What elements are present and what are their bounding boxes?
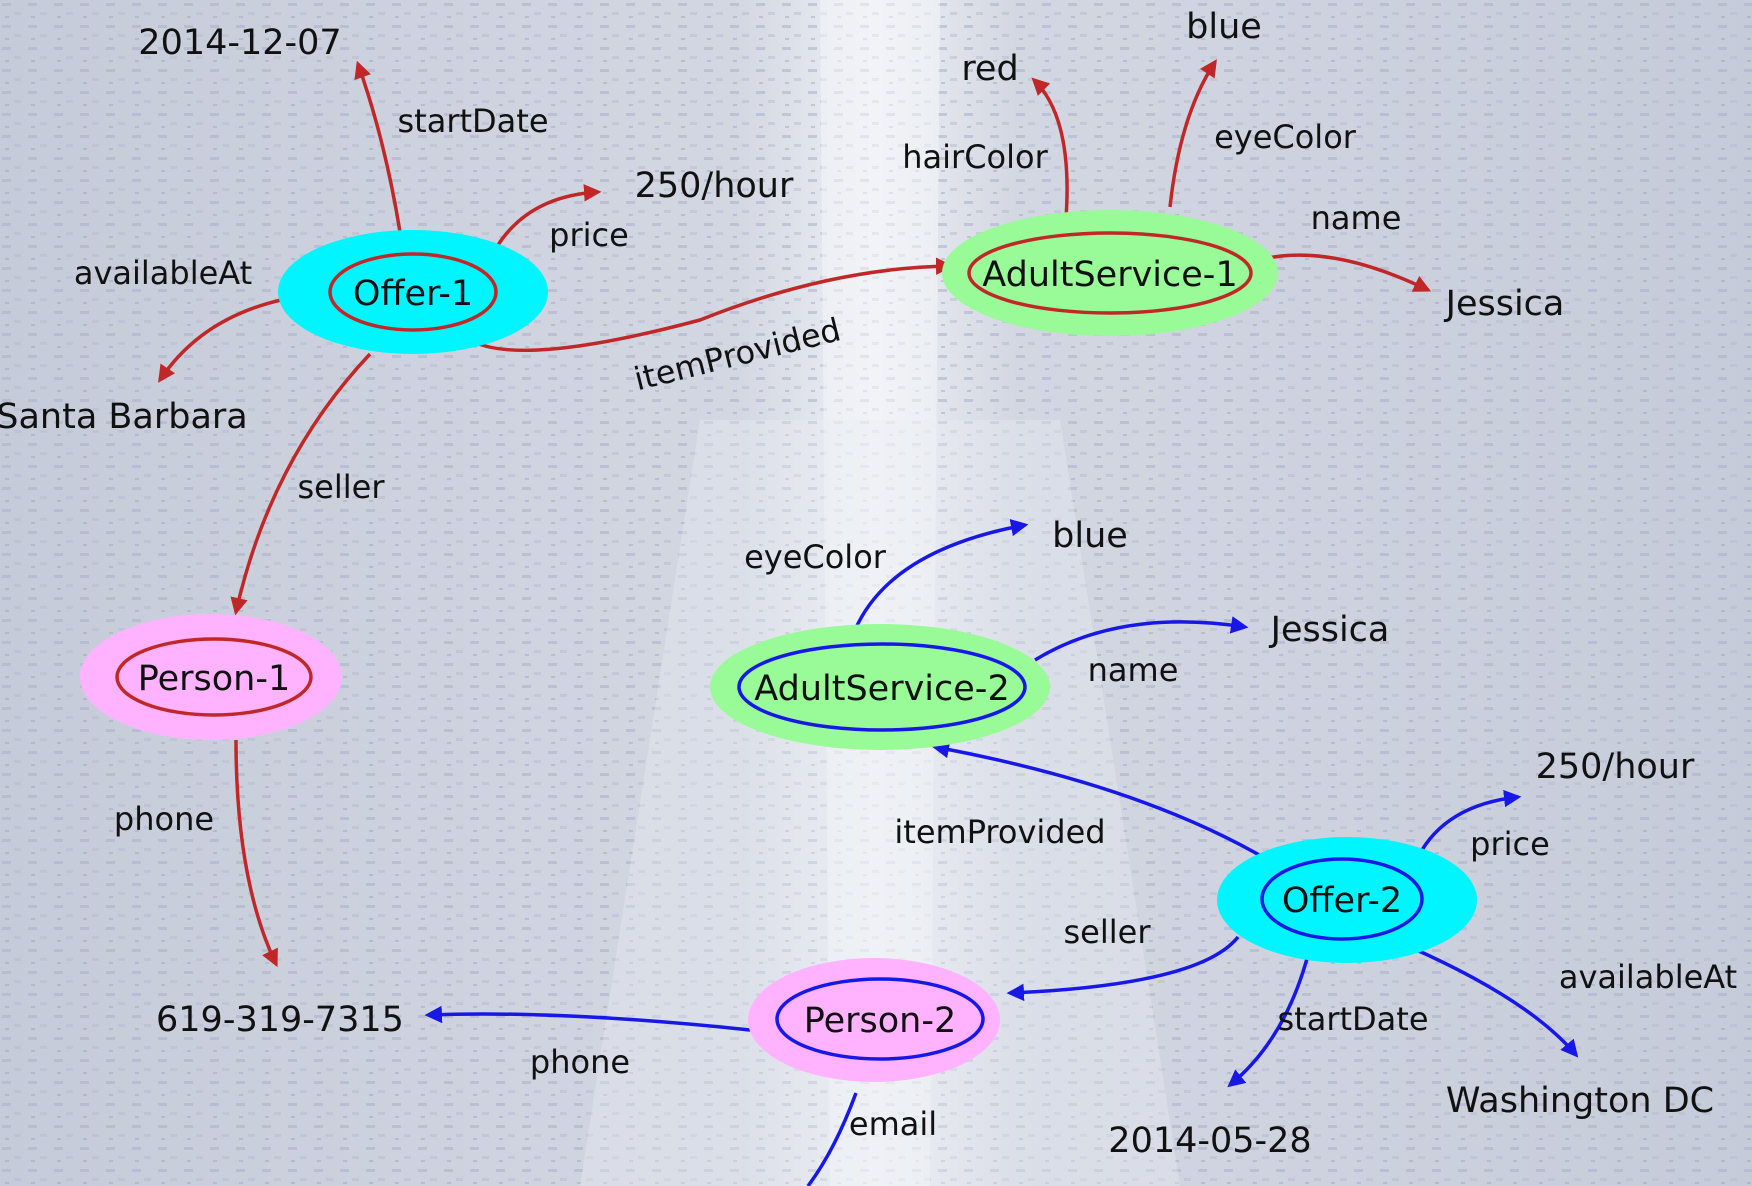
offer1-ring bbox=[328, 252, 498, 332]
value-price2: 250/hour bbox=[1536, 747, 1695, 787]
label-phone2: phone bbox=[530, 1043, 630, 1081]
node-person1: Person-1 bbox=[80, 614, 342, 740]
node-offer1: Offer-1 bbox=[278, 230, 548, 354]
person1-ring bbox=[115, 637, 313, 717]
offer1-fill bbox=[278, 230, 548, 354]
label-availableat1: availableAt bbox=[74, 254, 252, 292]
edge-offer1-price bbox=[496, 184, 602, 246]
node-service1: AdultService-1 bbox=[942, 210, 1278, 336]
label-seller2: seller bbox=[1064, 913, 1152, 951]
label-haircolor: hairColor bbox=[902, 138, 1048, 176]
label-name1: name bbox=[1311, 199, 1402, 237]
person2-ring bbox=[775, 977, 985, 1061]
value-name1: Jessica bbox=[1444, 284, 1565, 324]
offer1-label: Offer-1 bbox=[353, 274, 473, 314]
edge-offer2-availableat bbox=[1409, 945, 1579, 1058]
offer2-ring bbox=[1260, 857, 1424, 941]
label-itemprovided1: itemProvided bbox=[630, 310, 844, 398]
edge-person2-email bbox=[806, 1092, 858, 1186]
edge-service1-haircolor bbox=[1031, 77, 1069, 219]
label-startdate2: startDate bbox=[1277, 1000, 1428, 1038]
edge-offer2-seller bbox=[1006, 935, 1240, 1002]
value-date1: 2014-12-07 bbox=[138, 23, 341, 63]
service1-ring bbox=[967, 231, 1253, 315]
value-blue1: blue bbox=[1186, 7, 1262, 47]
edge-offer1-seller bbox=[230, 352, 372, 616]
person1-fill bbox=[80, 614, 342, 740]
label-price2: price bbox=[1470, 825, 1550, 863]
label-price1: price bbox=[549, 216, 629, 254]
edge-offer2-startdate bbox=[1227, 954, 1310, 1088]
node-service2: AdultService-2 bbox=[710, 624, 1050, 750]
value-place2: Washington DC bbox=[1446, 1081, 1714, 1121]
value-date2: 2014-05-28 bbox=[1108, 1121, 1311, 1161]
label-eyecolor2: eyeColor bbox=[744, 538, 887, 576]
label-email: email bbox=[849, 1105, 937, 1143]
offer2-label: Offer-2 bbox=[1282, 881, 1402, 921]
label-startdate1: startDate bbox=[397, 102, 548, 140]
label-phone1: phone bbox=[114, 800, 214, 838]
service2-label: AdultService-2 bbox=[754, 669, 1009, 709]
service1-label: AdultService-1 bbox=[982, 255, 1237, 295]
value-phone: 619-319-7315 bbox=[156, 1000, 404, 1040]
node-person2: Person-2 bbox=[748, 958, 1000, 1082]
label-availableat2: availableAt bbox=[1559, 958, 1737, 996]
value-blue2: blue bbox=[1052, 516, 1128, 556]
edge-person2-phone bbox=[424, 1005, 751, 1032]
edge-offer2-price bbox=[1416, 789, 1522, 858]
edge-offer1-itemprovided bbox=[469, 257, 954, 353]
edge-service2-name bbox=[1034, 616, 1249, 662]
value-price1: 250/hour bbox=[635, 166, 794, 206]
label-seller1: seller bbox=[298, 468, 386, 506]
edge-offer2-itemprovided bbox=[931, 740, 1269, 862]
label-eyecolor1: eyeColor bbox=[1214, 118, 1357, 156]
person1-label: Person-1 bbox=[138, 659, 291, 699]
edge-service2-eyecolor bbox=[853, 518, 1029, 631]
value-name2: Jessica bbox=[1269, 610, 1390, 650]
person2-label: Person-2 bbox=[804, 1001, 957, 1041]
edge-service1-name bbox=[1267, 253, 1432, 292]
edge-service1-eyecolor bbox=[1168, 59, 1217, 208]
value-place1: Santa Barbara bbox=[0, 397, 248, 437]
offer2-fill bbox=[1217, 837, 1477, 963]
label-name2: name bbox=[1088, 651, 1179, 689]
node-offer2: Offer-2 bbox=[1217, 837, 1477, 963]
value-red: red bbox=[961, 49, 1018, 89]
edge-person1-phone bbox=[234, 739, 278, 968]
service2-ring bbox=[737, 642, 1027, 732]
label-itemprovided2: itemProvided bbox=[894, 813, 1105, 851]
edge-offer1-startdate bbox=[354, 60, 402, 233]
service2-fill bbox=[710, 624, 1050, 750]
